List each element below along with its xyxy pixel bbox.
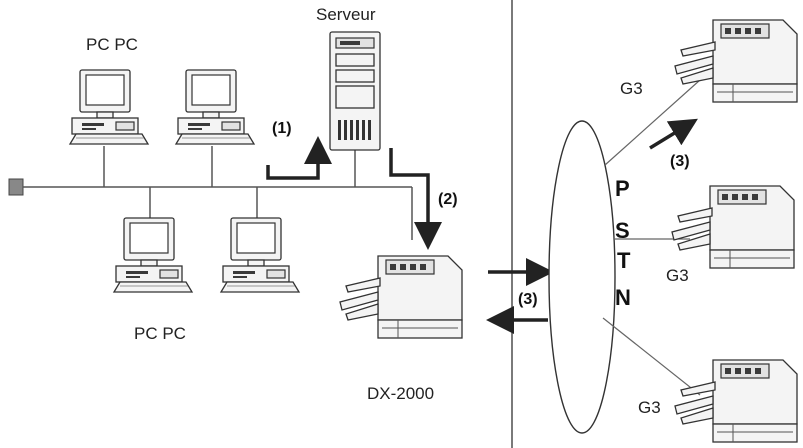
step2-arrow <box>389 148 442 250</box>
g3-label-mid: G3 <box>666 266 689 285</box>
pstn-letter-t: T <box>617 248 631 273</box>
pc-top-left <box>69 69 149 187</box>
pstn-letter-s: S <box>615 218 630 243</box>
g3-fax-bottom-icon <box>674 359 798 443</box>
g3-label-top: G3 <box>620 79 643 98</box>
server-icon <box>329 31 381 187</box>
dx2000-fax-icon <box>339 255 463 339</box>
g3-label-bottom: G3 <box>638 398 661 417</box>
step3-arrow-right <box>649 118 698 150</box>
pc-bottom-left <box>113 187 193 293</box>
step1-label: (1) <box>272 120 292 137</box>
pstn-letter-p: P <box>615 176 630 201</box>
step2-label: (2) <box>438 191 458 208</box>
pc-label-top: PC PC <box>86 35 138 54</box>
pc-top-right <box>175 69 255 187</box>
step3-label-left: (3) <box>518 291 538 308</box>
line-to-g3-bottom <box>602 317 701 396</box>
g3-fax-mid-icon <box>671 185 795 269</box>
step3-label-right: (3) <box>670 153 690 170</box>
pc-bottom-right <box>220 187 300 293</box>
line-to-g3-top <box>604 79 701 166</box>
g3-fax-top-icon <box>674 19 798 103</box>
server-label: Serveur <box>316 5 376 24</box>
pstn-letter-n: N <box>615 285 631 310</box>
device-label: DX-2000 <box>367 384 434 403</box>
step3-arrows <box>486 258 554 334</box>
lan-bus <box>8 178 413 240</box>
pstn-cloud <box>548 120 616 434</box>
step1-arrow <box>266 136 332 180</box>
pc-label-bottom: PC PC <box>134 324 186 343</box>
bus-terminator <box>8 178 24 196</box>
pstn-label: P S T N <box>615 176 631 310</box>
